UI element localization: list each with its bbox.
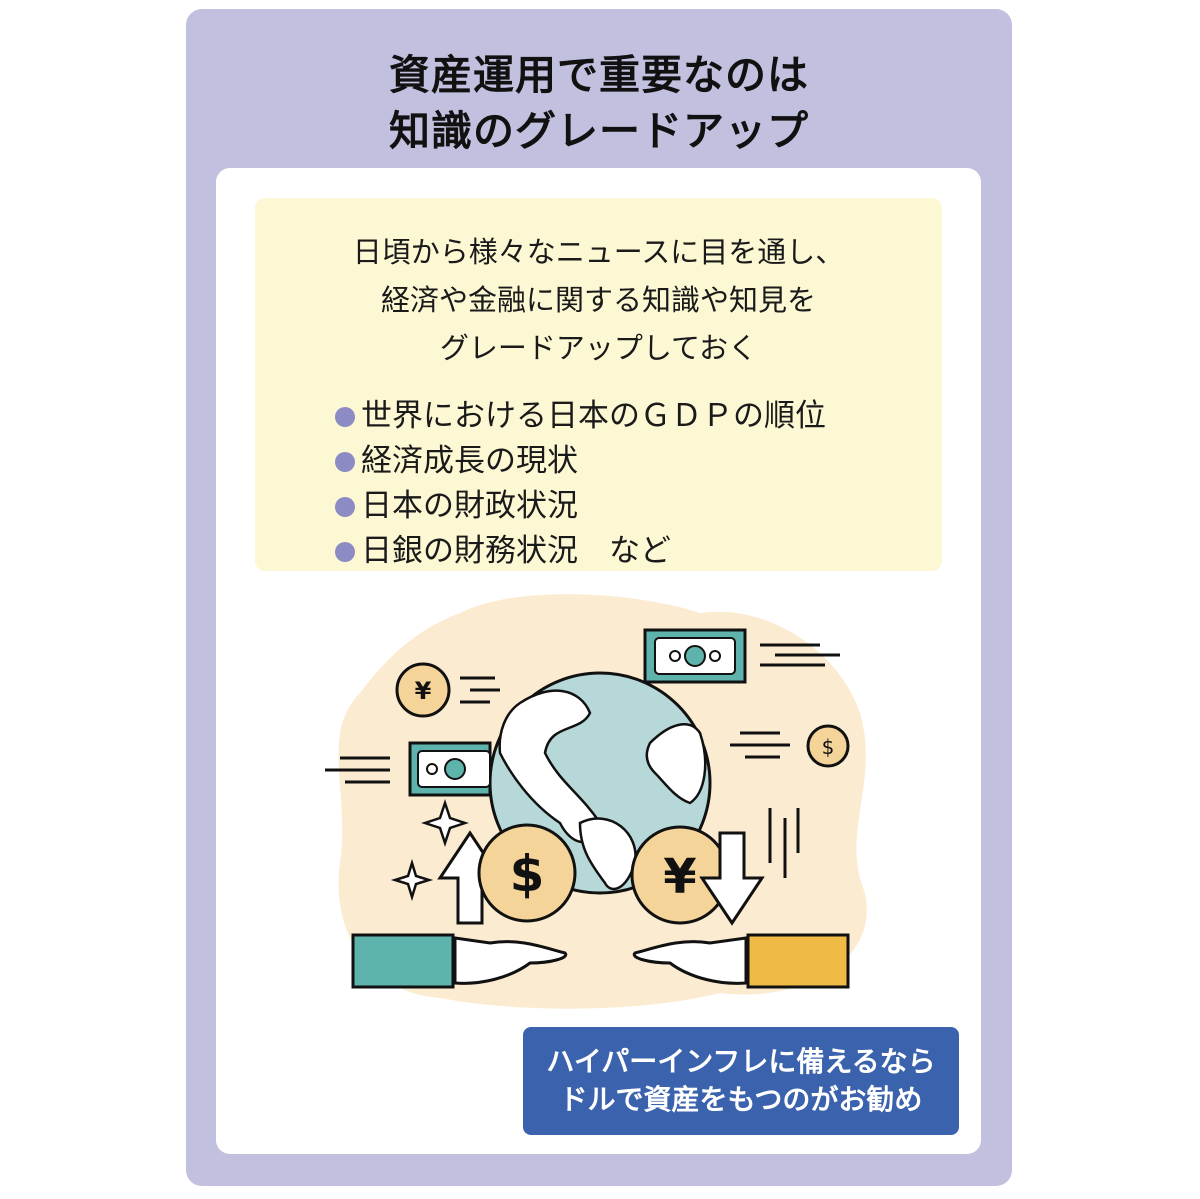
list-item: 日本の財政状況 <box>335 484 826 529</box>
hand-icon <box>351 933 568 989</box>
bullet-dot-icon <box>335 406 355 427</box>
intro-line-2: 経済や金融に関する知識や知見を <box>380 283 816 317</box>
banknote-icon <box>643 628 747 684</box>
svg-text:$: $ <box>822 735 835 759</box>
dollar-coin-icon: $ <box>806 724 850 768</box>
list-item: 世界における日本のＧＤＰの順位 <box>335 394 826 439</box>
sparkle-icon <box>390 799 469 902</box>
list-item-label: 世界における日本のＧＤＰの順位 <box>361 398 826 434</box>
bullet-dot-icon <box>335 451 355 472</box>
svg-text:¥: ¥ <box>415 677 432 705</box>
hand-icon <box>632 933 850 989</box>
list-item: 経済成長の現状 <box>335 439 826 484</box>
content-card: 日頃から様々なニュースに目を通し、 経済や金融に関する知識や知見を グレードアッ… <box>216 168 981 1154</box>
list-item-label: 日本の財政状況 <box>361 488 578 524</box>
callout-line-2: ドルで資産をもつのがお勧め <box>559 1083 923 1116</box>
infographic-panel: 資産運用で重要なのは 知識のグレードアップ 日頃から様々なニュースに目を通し、 … <box>186 9 1012 1186</box>
list-item-label: 日銀の財務状況 など <box>361 533 671 569</box>
panel-title: 資産運用で重要なのは 知識のグレードアップ <box>186 47 1012 159</box>
svg-text:¥: ¥ <box>663 849 696 905</box>
callout-line-1: ハイパーインフレに備えるなら <box>546 1045 936 1078</box>
yen-coin-icon: ¥ <box>630 825 730 925</box>
intro-line-3: グレードアップしておく <box>439 331 758 365</box>
bullet-list: 世界における日本のＧＤＰの順位 経済成長の現状 日本の財政状況 日銀の財務状況 … <box>335 394 826 574</box>
intro-line-1: 日頃から様々なニュースに目を通し、 <box>352 235 845 269</box>
svg-text:$: $ <box>510 845 545 903</box>
down-arrow-icon <box>699 831 765 926</box>
yen-coin-icon: ¥ <box>395 662 451 718</box>
bullet-dot-icon <box>335 496 355 517</box>
title-line-1: 資産運用で重要なのは <box>389 51 809 99</box>
intro-text: 日頃から様々なニュースに目を通し、 経済や金融に関する知識や知見を グレードアッ… <box>255 228 942 372</box>
dollar-coin-icon: $ <box>477 823 577 923</box>
motion-lines-icon <box>325 643 840 878</box>
currency-exchange-illustration: ¥ $ $ ¥ <box>325 594 867 1009</box>
bullet-dot-icon <box>335 541 355 562</box>
callout-bubble: ハイパーインフレに備えるなら ドルで資産をもつのがお勧め <box>523 1027 959 1135</box>
title-line-2: 知識のグレードアップ <box>389 107 809 155</box>
banknote-icon <box>408 741 492 797</box>
info-box: 日頃から様々なニュースに目を通し、 経済や金融に関する知識や知見を グレードアッ… <box>255 198 942 571</box>
list-item: 日銀の財務状況 など <box>335 529 826 574</box>
list-item-label: 経済成長の現状 <box>361 443 578 479</box>
